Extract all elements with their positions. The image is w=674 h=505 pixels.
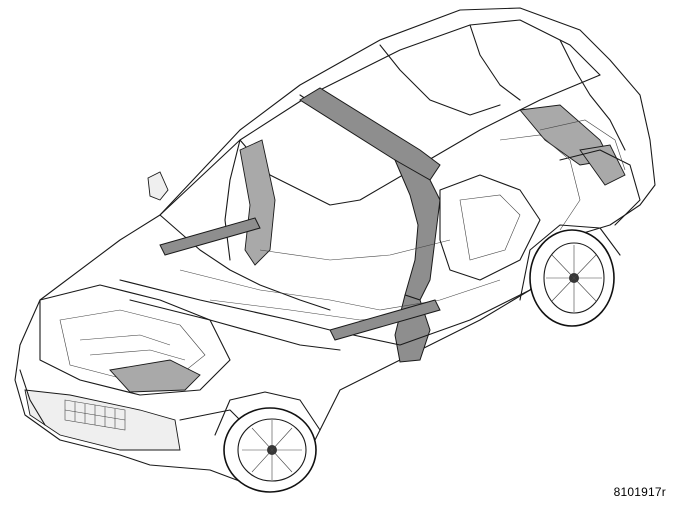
front-wheel-arch [214,391,321,436]
side-mirror [147,171,169,201]
dash-brace [159,217,261,256]
front-end [19,369,251,451]
floor-structure [119,174,541,351]
b-pillar-upper [393,158,441,301]
floor-cross-brace [329,299,441,341]
front-wheel [223,407,317,493]
rear-structure [499,119,641,231]
front-suspension-member [109,359,201,393]
figure-reference-code: 8101917r [613,485,666,499]
rear-wheel [529,229,615,327]
a-pillar [239,139,276,266]
grille [64,399,126,431]
roof-cross-member [299,87,441,181]
body-outline [14,7,656,486]
rear-pillar-member [579,144,626,186]
rear-wheel-arch [519,224,621,301]
engine-bay [39,284,231,396]
